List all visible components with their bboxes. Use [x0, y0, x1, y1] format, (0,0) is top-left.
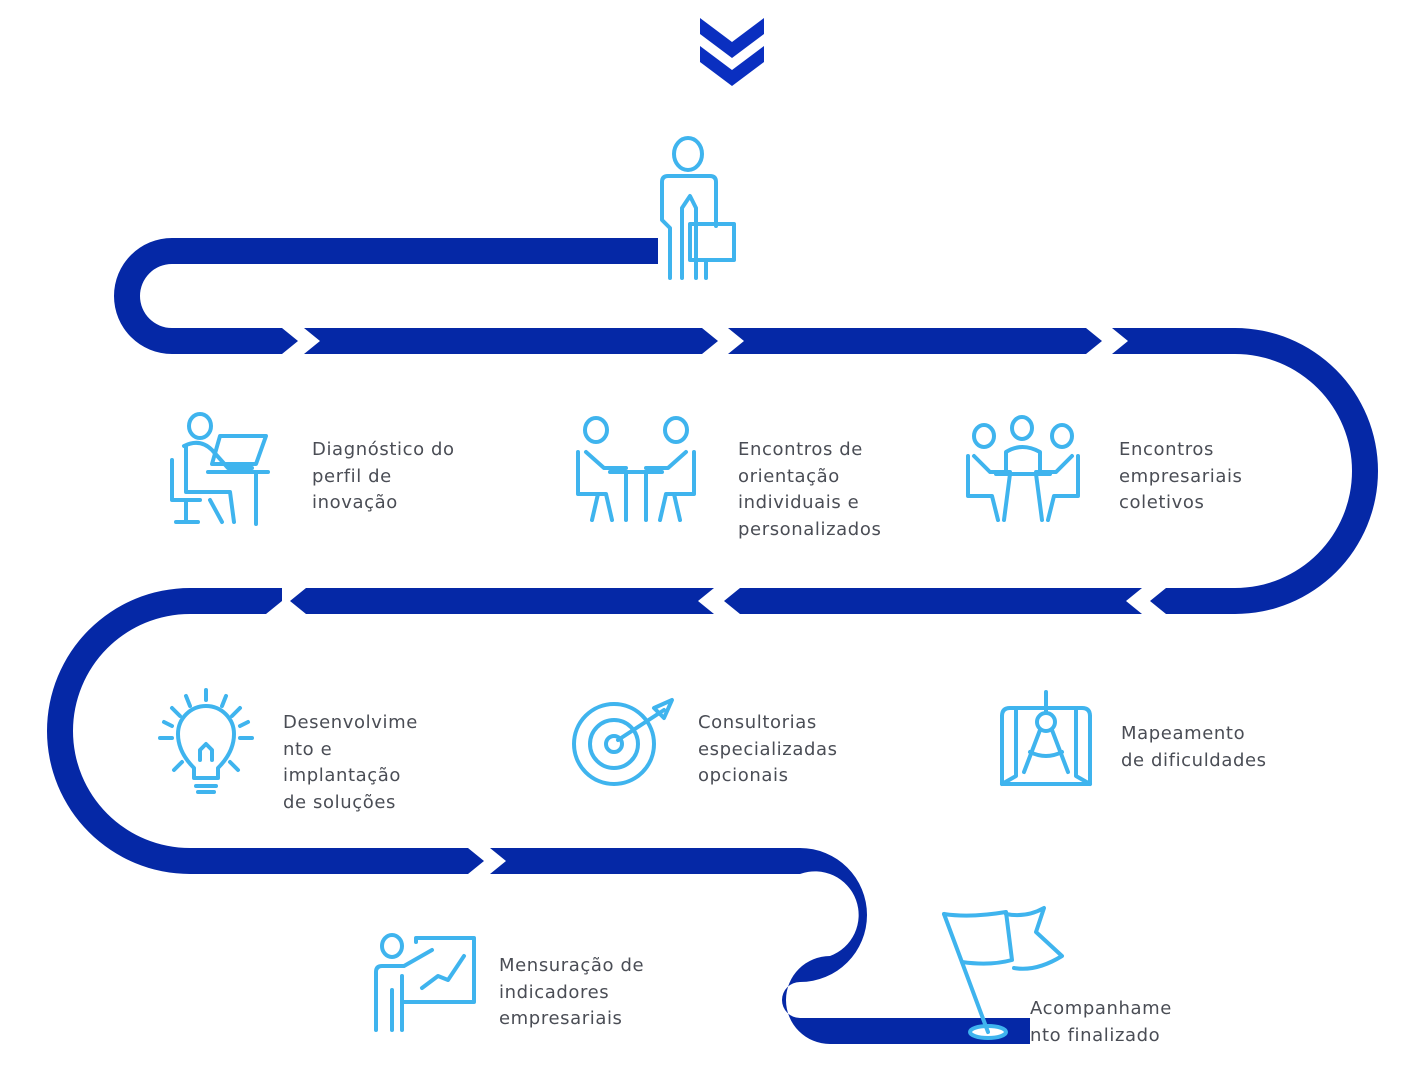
step-label-mapeamento: Mapeamento de dificuldades [1121, 721, 1267, 774]
two-people-meeting-icon [576, 416, 696, 522]
step-label-line: opcionais [698, 765, 789, 786]
step-label-line: de dificuldades [1121, 749, 1267, 771]
step-label-line: orientação [738, 465, 840, 487]
step-label-line: nto e [283, 738, 333, 760]
step-label-line: Desenvolvime [283, 712, 418, 733]
step-label-line: personalizados [738, 518, 882, 540]
step-label-line: indicadores [499, 981, 610, 1003]
step-label-line: Acompanhame [1030, 998, 1172, 1019]
step-label-line: nto finalizado [1030, 1024, 1161, 1046]
step-label-desenvolvimento: Desenvolvime nto e implantação de soluçõ… [283, 710, 418, 816]
road-arrow-segment [290, 588, 714, 614]
step-label-line: empresariais [499, 1008, 623, 1029]
double-chevron-down-icon [700, 18, 764, 86]
step-label-line: Mapeamento [1121, 723, 1246, 744]
step-label-encontros-coletivos: Encontros empresariais coletivos [1119, 437, 1243, 517]
blueprint-compass-icon [1000, 690, 1092, 786]
road-arrow-segment [304, 328, 718, 354]
step-label-line: especializadas [698, 738, 838, 760]
lightbulb-icon [158, 688, 254, 794]
step-label-line: Encontros [1119, 439, 1214, 460]
step-label-mensuracao: Mensuração de indicadores empresariais [499, 953, 644, 1033]
road-path [47, 238, 1378, 1044]
group-meeting-icon [966, 415, 1080, 522]
step-label-line: individuais e [738, 492, 860, 513]
step-label-consultorias: Consultorias especializadas opcionais [698, 710, 838, 790]
road-arrow-segment [724, 588, 1142, 614]
presenter-chart-icon [374, 933, 476, 1032]
step-label-encontros-orientacao: Encontros de orientação individuais e pe… [738, 437, 881, 543]
step-label-diagnostico: Diagnóstico do perfil de inovação [312, 437, 455, 517]
step-label-line: empresariais [1119, 465, 1243, 487]
step-label-line: coletivos [1119, 492, 1205, 513]
road-curve-left [47, 588, 484, 874]
person-at-computer-icon [170, 412, 270, 526]
step-label-line: Encontros de [738, 439, 863, 460]
step-label-line: Consultorias [698, 712, 817, 733]
step-label-line: inovação [312, 492, 398, 513]
step-label-line: perfil de [312, 465, 392, 487]
road-arrow-segment [728, 328, 1102, 354]
step-label-line: Mensuração de [499, 955, 645, 976]
step-label-line: Diagnóstico do [312, 439, 455, 460]
step-label-acompanhamento: Acompanhame nto finalizado [1030, 996, 1172, 1049]
person-with-briefcase-icon [658, 136, 736, 280]
step-label-line: de soluções [283, 791, 396, 813]
road-curve-top-left [114, 238, 672, 354]
finish-flag-icon [942, 906, 1064, 1040]
step-label-line: implantação [283, 765, 402, 786]
target-arrow-icon [572, 698, 674, 786]
